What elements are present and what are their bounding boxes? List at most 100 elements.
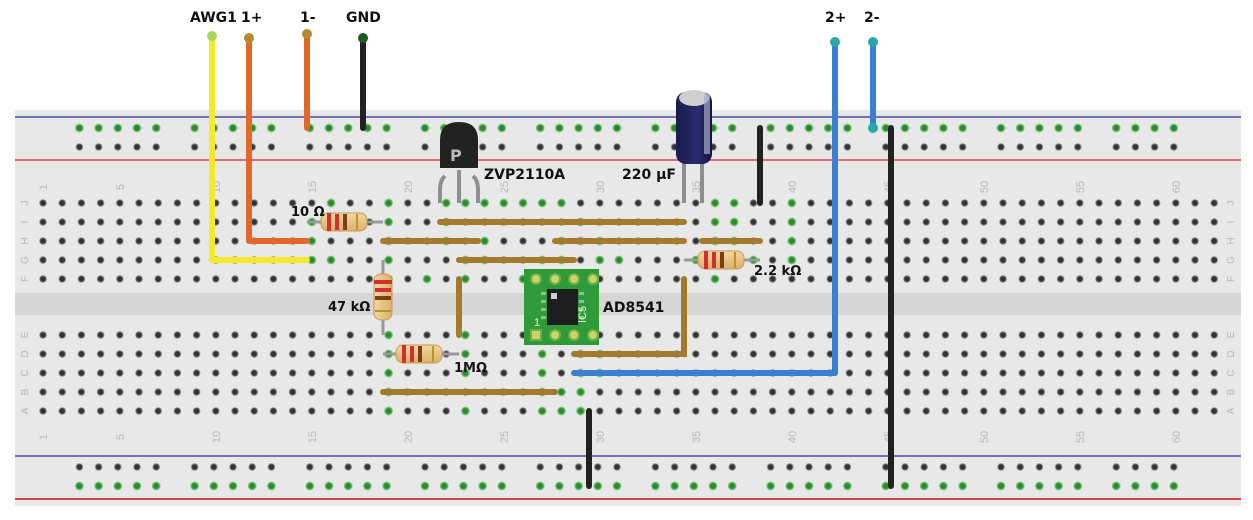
hole-connected xyxy=(362,481,372,491)
hole xyxy=(307,407,316,415)
hole xyxy=(39,331,47,339)
hole xyxy=(864,199,873,207)
label-2plus: 2+ xyxy=(825,10,846,26)
hole xyxy=(1152,388,1161,396)
hole xyxy=(768,275,777,283)
hole xyxy=(365,407,374,415)
hole xyxy=(979,350,988,358)
hole xyxy=(864,407,873,415)
hole xyxy=(267,463,276,471)
hole-connected xyxy=(804,123,814,133)
hole xyxy=(653,388,662,396)
hole xyxy=(1171,407,1180,415)
hole-connected xyxy=(151,123,161,133)
column-label: 60 xyxy=(1171,181,1183,193)
hole xyxy=(960,407,969,415)
column-label: 25 xyxy=(499,431,511,443)
hole xyxy=(1037,331,1046,339)
hole xyxy=(1210,369,1219,377)
hole xyxy=(999,369,1007,377)
hole-connected xyxy=(460,349,470,359)
hole-connected xyxy=(343,123,353,133)
hole-connected xyxy=(266,123,276,133)
hole xyxy=(39,407,47,415)
hole xyxy=(1075,218,1084,226)
hole xyxy=(346,275,355,283)
hole xyxy=(1056,407,1065,415)
hole-connected xyxy=(670,481,680,491)
hole xyxy=(999,218,1007,226)
hole xyxy=(730,350,739,358)
hole xyxy=(231,199,239,207)
hole xyxy=(231,388,239,396)
hole xyxy=(826,407,835,415)
hole xyxy=(864,388,873,396)
hole xyxy=(749,388,758,396)
hole xyxy=(651,463,660,471)
hole xyxy=(1210,350,1219,358)
capacitor-body xyxy=(676,92,712,164)
hole-connected xyxy=(727,123,737,133)
hole xyxy=(480,275,489,283)
hole xyxy=(173,199,182,207)
row-label: C xyxy=(20,369,31,376)
center-channel xyxy=(15,293,1241,315)
hole xyxy=(922,256,931,264)
hole xyxy=(39,237,47,245)
hole xyxy=(75,463,84,471)
hole-connected xyxy=(535,123,545,133)
hole xyxy=(960,350,969,358)
hole xyxy=(979,369,988,377)
hole xyxy=(1035,143,1044,151)
hole xyxy=(346,331,355,339)
hole xyxy=(728,463,737,471)
hole xyxy=(901,463,909,471)
hole xyxy=(1018,218,1027,226)
hole xyxy=(1133,369,1142,377)
hole xyxy=(903,388,911,396)
hole xyxy=(77,256,86,264)
hole xyxy=(442,369,451,377)
ground-jumpers xyxy=(586,125,894,489)
hole xyxy=(1133,275,1142,283)
hole xyxy=(1037,369,1046,377)
hole-connected xyxy=(480,198,490,208)
row-label: H xyxy=(20,237,31,244)
hole xyxy=(58,388,67,396)
row-label: H xyxy=(1226,237,1237,244)
hole xyxy=(903,199,911,207)
column-label: 10 xyxy=(211,431,223,443)
hole xyxy=(115,199,124,207)
hole xyxy=(1152,256,1161,264)
hole xyxy=(327,237,335,245)
hole-connected xyxy=(537,349,547,359)
hole xyxy=(730,407,739,415)
hole xyxy=(365,331,374,339)
hole xyxy=(229,143,237,151)
column-label: 55 xyxy=(1075,181,1087,193)
hole-connected xyxy=(190,123,200,133)
hole xyxy=(903,237,911,245)
hole xyxy=(845,199,854,207)
hole xyxy=(593,143,602,151)
hole xyxy=(77,369,86,377)
resistor-47k-label: 47 kΩ xyxy=(328,300,370,315)
hole xyxy=(615,199,623,207)
hole-connected xyxy=(710,274,720,284)
hole-connected xyxy=(420,123,430,133)
hole xyxy=(1114,275,1123,283)
resistor-1m-label: 1MΩ xyxy=(454,361,487,376)
hole xyxy=(728,143,737,151)
hole-connected xyxy=(766,123,776,133)
hole xyxy=(768,331,777,339)
hole xyxy=(1075,350,1084,358)
label-awg1: AWG1 xyxy=(190,10,237,26)
hole xyxy=(346,350,355,358)
resistor-2k2-label: 2.2 kΩ xyxy=(754,264,801,279)
hole xyxy=(231,407,239,415)
hole xyxy=(864,218,873,226)
hole xyxy=(1018,369,1027,377)
hole xyxy=(845,256,854,264)
hole-connected xyxy=(556,406,566,416)
hole xyxy=(653,199,662,207)
